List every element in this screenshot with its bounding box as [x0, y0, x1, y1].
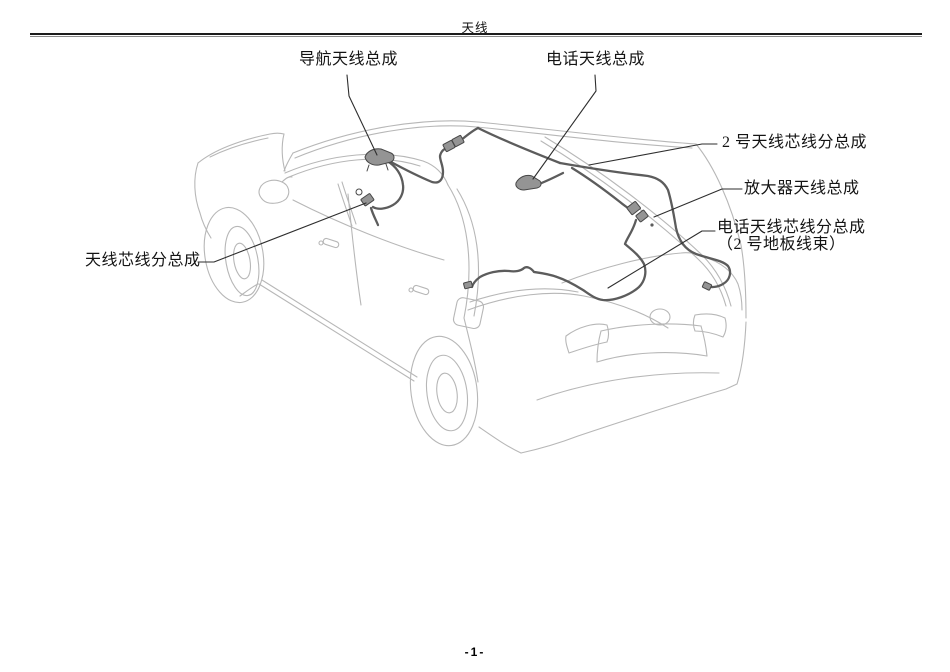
label-antenna-core-wire-2: 2 号天线芯线分总成	[722, 134, 868, 152]
nav-antenna-cable	[371, 159, 405, 210]
core-wire-2-connector-end	[701, 281, 713, 291]
nav-antenna-marker	[364, 148, 395, 166]
label-amplifier-antenna-text: 放大器天线总成	[744, 180, 860, 197]
antenna-markers	[355, 134, 713, 291]
amplifier-connector-a	[626, 201, 641, 216]
label-antenna-core-wire: 天线芯线分总成	[85, 252, 201, 270]
antenna-cables	[369, 126, 732, 302]
label-phone-core-wire: 电话天线芯线分总成 （2 号地板线束）	[717, 219, 866, 253]
rear-door-handle	[408, 284, 430, 296]
page-title: 天线	[461, 21, 489, 35]
fuel-door	[452, 297, 485, 330]
roof-connector-b	[451, 134, 465, 148]
leader-phone-antenna	[532, 74, 597, 180]
header-rule-thick	[30, 33, 922, 35]
roof-cable-front	[389, 145, 452, 184]
phone-antenna-link	[537, 171, 565, 186]
car-body-lineart	[194, 120, 747, 454]
label-nav-antenna-text: 导航天线总成	[299, 51, 399, 68]
label-nav-antenna: 导航天线总成	[299, 51, 399, 69]
label-phone-antenna-text: 电话天线总成	[546, 51, 646, 68]
leader-antenna-core	[197, 202, 367, 263]
phone-antenna-marker	[515, 174, 542, 191]
roof-cable-main	[476, 126, 562, 165]
page-number: -1-	[464, 645, 486, 659]
core-wire-connector	[360, 193, 375, 207]
amplifier-connector-b	[635, 209, 649, 223]
header-rule-thin	[30, 36, 922, 37]
leader-phone-core	[607, 230, 716, 289]
leader-lines	[197, 74, 743, 289]
leader-nav-antenna	[346, 74, 378, 156]
label-antenna-core-wire-text: 天线芯线分总成	[85, 252, 201, 269]
label-antenna-core-wire-2-text: 2 号天线芯线分总成	[722, 134, 868, 151]
leader-amplifier	[653, 188, 743, 218]
label-amplifier-antenna: 放大器天线总成	[744, 180, 860, 198]
leader-core-wire-2	[588, 143, 718, 166]
label-phone-core-wire-line1: 电话天线芯线分总成	[717, 219, 866, 236]
front-door-handle	[318, 237, 340, 249]
label-phone-antenna: 电话天线总成	[546, 51, 646, 69]
phone-core-wire-cable	[470, 218, 647, 302]
label-phone-core-wire-line2: （2 号地板线束）	[717, 235, 846, 253]
core-connector-tail	[369, 206, 380, 227]
phone-core-connector-end	[463, 280, 473, 290]
core-wire-2-cable	[558, 161, 732, 289]
